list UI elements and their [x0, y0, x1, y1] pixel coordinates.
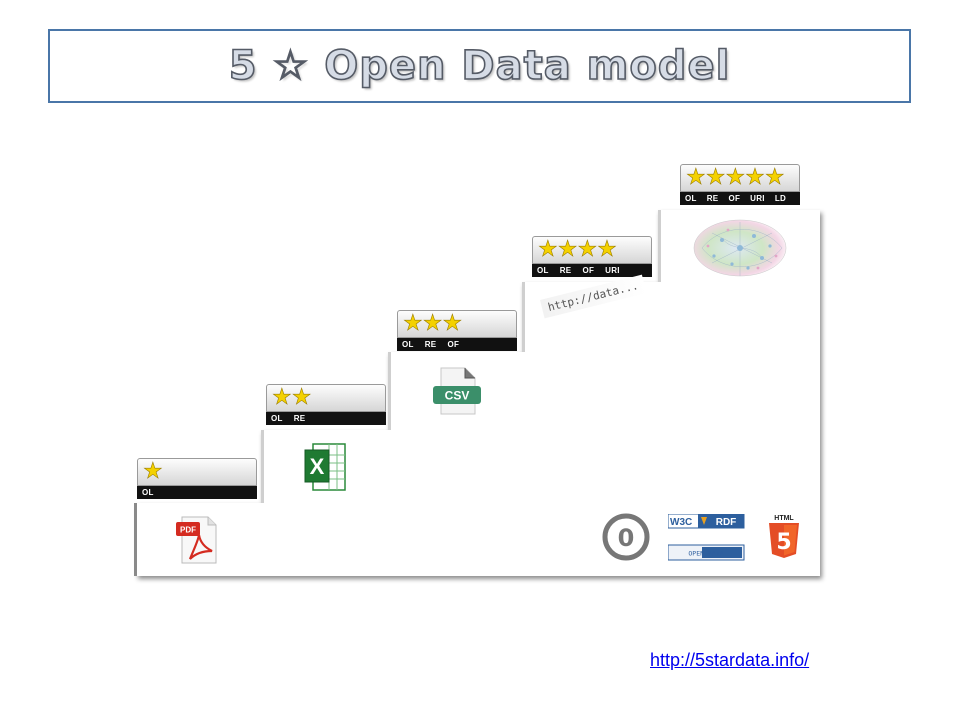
badge-4-labels: OL RE OF URI	[532, 264, 652, 277]
title-box: 5 ☆ Open Data model	[48, 29, 911, 103]
cc0-label: 0	[618, 524, 635, 552]
badge-label-uri: URI	[605, 266, 620, 275]
cc-zero-icon: 0	[602, 513, 650, 561]
badge-label-ld: LD	[774, 194, 787, 203]
csv-file-icon: CSV	[433, 367, 481, 415]
badge-4-stars-bar: ★★★★	[532, 236, 652, 264]
csv-label: CSV	[445, 389, 470, 403]
star-icon: ★	[143, 459, 163, 484]
step-riser-3	[522, 282, 525, 352]
star-icon: ★★	[272, 385, 312, 410]
badge-label-ol: OL	[271, 414, 283, 423]
badge-5-labels: OL RE OF URI LD	[680, 192, 800, 205]
xls-label: X	[310, 454, 325, 479]
badge-4-stars: ★★★★ OL RE OF URI	[532, 236, 652, 278]
badge-label-re: RE	[706, 194, 719, 203]
slide-title: 5 ☆ Open Data model	[228, 42, 731, 90]
step-riser-2	[388, 352, 391, 430]
w3c-rdf-badge-icon: W3C RDF OPEN DATA	[668, 514, 745, 561]
badge-1-star: ★ OL	[137, 458, 257, 500]
badge-2-labels: OL RE	[266, 412, 386, 425]
badge-2-stars: ★★ OL RE	[266, 384, 386, 426]
badge-label-uri: URI	[750, 194, 765, 203]
badge-label-re: RE	[424, 340, 437, 349]
step-riser-1	[261, 430, 264, 503]
badge-label-re: RE	[293, 414, 306, 423]
badge-label-ol: OL	[402, 340, 414, 349]
html5-icon: HTML 5	[769, 515, 799, 558]
source-link[interactable]: http://5stardata.info/	[650, 650, 810, 670]
badge-3-stars-bar: ★★★	[397, 310, 517, 338]
linked-data-cloud-icon	[693, 219, 787, 277]
badge-label-of: OF	[447, 340, 460, 349]
html5-number: 5	[776, 530, 791, 555]
star-icon: ★★★	[403, 311, 463, 336]
opendata-label: OPEN DATA	[688, 550, 723, 558]
spreadsheet-icon: X	[304, 443, 346, 491]
badge-1-labels: OL	[137, 486, 257, 499]
pdf-icon: PDF	[176, 516, 217, 564]
pdf-label: PDF	[180, 526, 196, 535]
badge-2-stars-bar: ★★	[266, 384, 386, 412]
badge-label-of: OF	[582, 266, 595, 275]
html-label: HTML	[774, 515, 794, 522]
rdf-label: RDF	[716, 517, 737, 528]
badge-label-of: OF	[728, 194, 741, 203]
w3c-label: W3C	[670, 517, 692, 528]
staircase-left-edge	[134, 503, 137, 576]
badge-label-ol: OL	[537, 266, 549, 275]
badge-label-re: RE	[559, 266, 572, 275]
star-icon: ★★★★★	[686, 165, 785, 190]
badge-label-ol: OL	[685, 194, 697, 203]
badge-3-stars: ★★★ OL RE OF	[397, 310, 517, 352]
badge-3-labels: OL RE OF	[397, 338, 517, 351]
badge-1-stars-bar: ★	[137, 458, 257, 486]
star-icon: ★★★★	[538, 237, 617, 262]
badge-5-stars: ★★★★★ OL RE OF URI LD	[680, 164, 800, 206]
badge-label-ol: OL	[142, 488, 154, 497]
step-riser-4	[658, 210, 661, 282]
badge-5-stars-bar: ★★★★★	[680, 164, 800, 192]
